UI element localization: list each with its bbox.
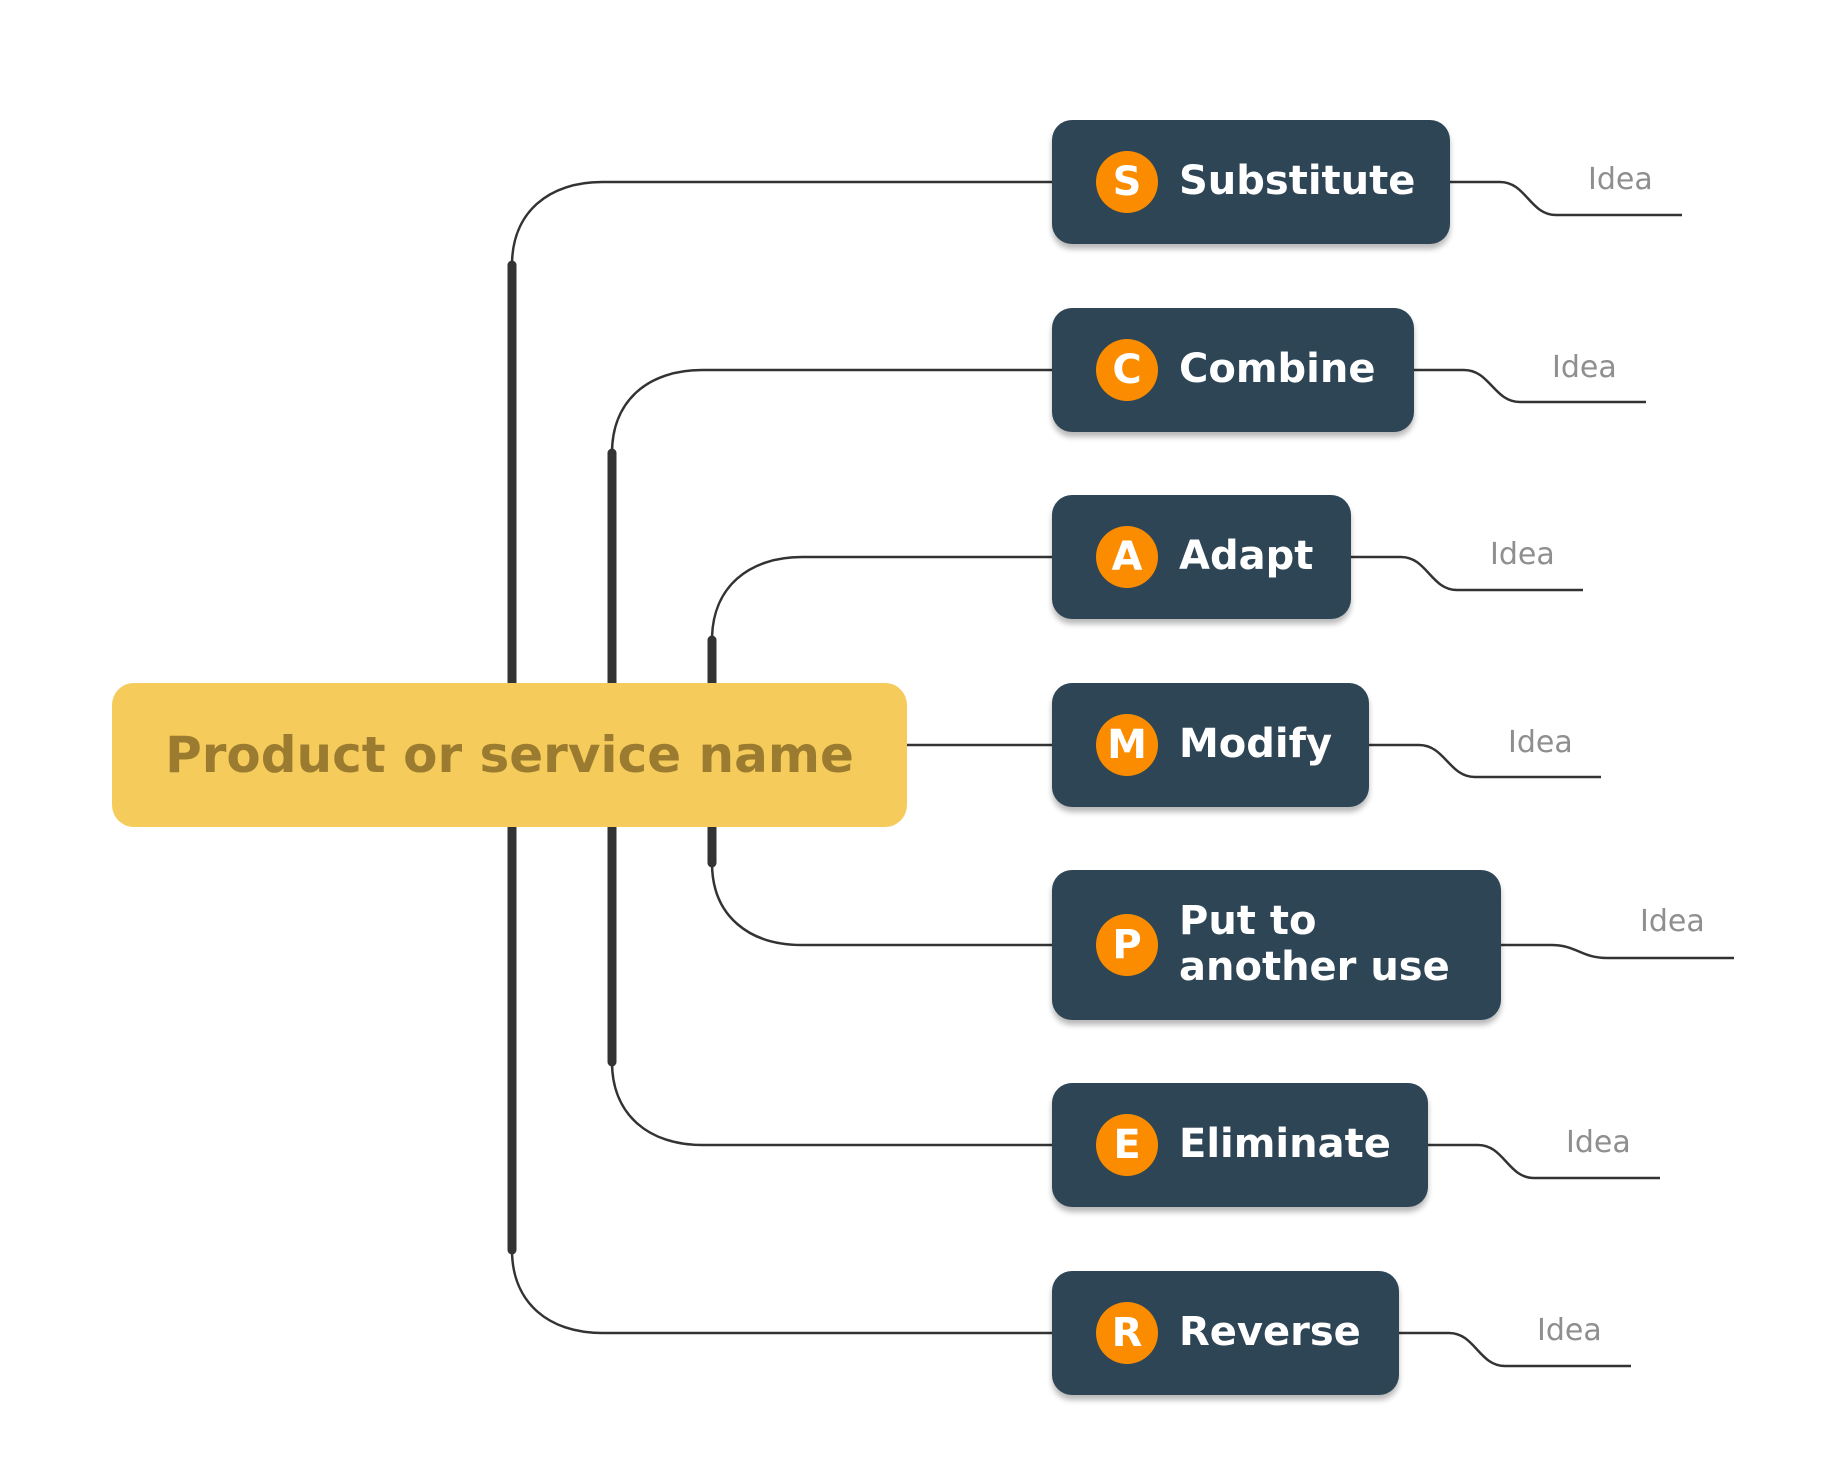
- connector-combine: [610, 368, 1054, 455]
- node-label-put-to-another-use: Put to another use: [1179, 898, 1450, 990]
- idea-eliminate[interactable]: Idea: [1566, 1125, 1631, 1160]
- idea-connector-eliminate: [1428, 1143, 1660, 1180]
- central-topic-label: Product or service name: [165, 726, 854, 784]
- connector-adapt: [710, 555, 1054, 642]
- node-label-adapt: Adapt: [1179, 533, 1314, 579]
- idea-connector-combine: [1414, 368, 1646, 404]
- idea-reverse[interactable]: Idea: [1537, 1313, 1602, 1348]
- idea-modify[interactable]: Idea: [1508, 725, 1573, 760]
- badge-p: P: [1096, 914, 1158, 976]
- node-put-to-another-use[interactable]: P Put to another use: [1052, 870, 1501, 1020]
- idea-combine[interactable]: Idea: [1552, 350, 1617, 385]
- badge-m: M: [1096, 714, 1158, 776]
- badge-c: C: [1096, 339, 1158, 401]
- idea-connector-modify: [1369, 743, 1601, 779]
- central-topic[interactable]: Product or service name: [112, 683, 907, 827]
- connector-reverse: [510, 1248, 1054, 1335]
- node-substitute[interactable]: S Substitute: [1052, 120, 1450, 244]
- node-label-reverse: Reverse: [1179, 1309, 1361, 1355]
- node-combine[interactable]: C Combine: [1052, 308, 1414, 432]
- connector-eliminate: [610, 1060, 1054, 1147]
- node-label-combine: Combine: [1179, 346, 1376, 392]
- node-modify[interactable]: M Modify: [1052, 683, 1369, 807]
- connector-put-to-another-use: [710, 861, 1054, 947]
- node-eliminate[interactable]: E Eliminate: [1052, 1083, 1428, 1207]
- idea-connector-substitute: [1450, 180, 1682, 217]
- idea-substitute[interactable]: Idea: [1588, 162, 1653, 197]
- idea-put-to-another-use[interactable]: Idea: [1640, 904, 1705, 939]
- badge-e: E: [1096, 1114, 1158, 1176]
- idea-connector-put-to-another-use: [1501, 943, 1734, 960]
- idea-connector-reverse: [1399, 1331, 1631, 1368]
- badge-r: R: [1096, 1302, 1158, 1364]
- idea-connector-adapt: [1351, 555, 1583, 592]
- badge-a: A: [1096, 526, 1158, 588]
- node-label-eliminate: Eliminate: [1179, 1121, 1391, 1167]
- idea-adapt[interactable]: Idea: [1490, 537, 1555, 572]
- node-label-substitute: Substitute: [1179, 158, 1416, 204]
- connector-substitute: [510, 180, 1054, 267]
- node-reverse[interactable]: R Reverse: [1052, 1271, 1399, 1395]
- badge-s: S: [1096, 151, 1158, 213]
- node-label-modify: Modify: [1179, 721, 1333, 767]
- node-adapt[interactable]: A Adapt: [1052, 495, 1351, 619]
